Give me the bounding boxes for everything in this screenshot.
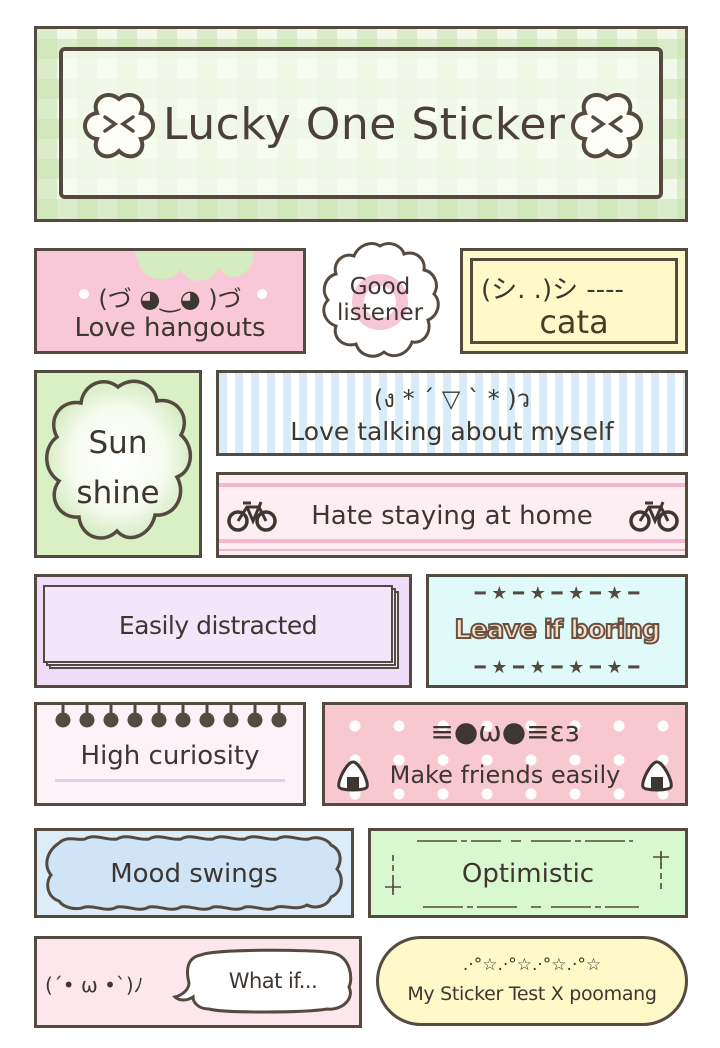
cata-emoticon: (シ. .)シ ---- — [481, 275, 624, 305]
sticker-cata[interactable]: (シ. .)シ ---- cata — [460, 248, 688, 354]
listener-line2: listener — [336, 300, 424, 326]
white-dot — [257, 289, 267, 299]
cata-label: cata — [539, 303, 609, 341]
sticker-sunshine[interactable]: Sun shine — [34, 370, 202, 558]
test-label: My Sticker Test X poomang — [407, 983, 657, 1005]
sticker-mood-swings[interactable]: Mood swings — [34, 828, 354, 918]
pink-stripe — [219, 549, 685, 551]
dashed-frame — [385, 840, 669, 908]
sticker-make-friends[interactable]: ≡●ω●≡ɛз Make friends easily — [322, 702, 688, 806]
cloud-decoration — [134, 251, 253, 281]
friends-label: Make friends easily — [389, 761, 621, 789]
underline — [55, 779, 285, 782]
header-sticker[interactable]: Lucky One Sticker — [34, 26, 688, 222]
curiosity-label: High curiosity — [80, 741, 260, 771]
header-title: Lucky One Sticker — [163, 99, 566, 150]
sunshine-line2: shine — [76, 475, 160, 511]
sunshine-line1: Sun — [88, 425, 148, 461]
whatif-bubble-text: What if... — [228, 969, 318, 993]
optimistic-label: Optimistic — [461, 859, 595, 889]
header-wavy-frame — [59, 47, 663, 199]
sticker-my-test[interactable]: .·°☆.·°☆.·°☆.·°☆ My Sticker Test X pooma… — [376, 936, 688, 1026]
onigiri-icon — [337, 760, 369, 792]
bicycle-icon — [227, 501, 277, 532]
mood-label: Mood swings — [110, 859, 278, 889]
friends-emoticon: ≡●ω●≡ɛз — [430, 715, 580, 748]
boring-label: Leave if boring — [454, 614, 662, 646]
paper-stack-front — [43, 585, 393, 663]
boring-stars-bottom: ━ ★ ━ ★ ━ ★ ━ ★ ━ — [474, 657, 640, 678]
talking-emoticon: (ง * ´ ▽ ` * )ว — [373, 385, 531, 413]
flower-badge — [45, 379, 192, 540]
listener-line1: Good — [349, 274, 411, 300]
home-label: Hate staying at home — [311, 501, 593, 531]
test-stars: .·°☆.·°☆.·°☆.·°☆ — [462, 955, 602, 975]
sticker-love-hangouts[interactable]: (づ ◕‿◕ )づ Love hangouts — [34, 248, 306, 354]
bicycle-icon — [629, 501, 679, 532]
inner-frame — [470, 258, 678, 344]
sticker-easily-distracted[interactable]: Easily distracted — [34, 574, 412, 688]
sticker-high-curiosity[interactable]: High curiosity — [34, 702, 306, 806]
speech-bubble — [172, 948, 353, 1014]
sticker-good-listener[interactable]: Good listener — [318, 240, 442, 362]
sticker-leave-if-boring[interactable]: ━ ★ ━ ★ ━ ★ ━ ★ ━ Leave if boring ━ ★ ━ … — [426, 574, 688, 688]
talking-label: Love talking about myself — [290, 417, 614, 446]
clover-icon-right — [571, 93, 643, 159]
scalloped-badge — [322, 242, 440, 358]
pink-stripe — [219, 539, 685, 543]
hangouts-emoticon: (づ ◕‿◕ )づ — [98, 285, 242, 313]
onigiri-icon — [641, 760, 673, 792]
sticker-love-talking[interactable]: (ง * ´ ▽ ` * )ว Love talking about mysel… — [216, 370, 688, 456]
pink-stripe — [219, 483, 685, 487]
white-dot — [79, 289, 89, 299]
boring-stars-top: ━ ★ ━ ★ ━ ★ ━ ★ ━ — [474, 583, 640, 604]
sticker-hate-home[interactable]: Hate staying at home — [216, 472, 688, 558]
notepad-rings — [55, 705, 287, 728]
clover-icon-left — [83, 93, 155, 159]
hangouts-label: Love hangouts — [74, 313, 266, 343]
sticker-optimistic[interactable]: Optimistic — [368, 828, 688, 918]
distracted-label: Easily distracted — [118, 611, 318, 640]
sticker-what-if[interactable]: (´• ω •`)ﾉ What if... — [34, 936, 362, 1028]
cloud-frame — [45, 835, 343, 911]
whatif-emoticon: (´• ω •`)ﾉ — [45, 973, 144, 997]
